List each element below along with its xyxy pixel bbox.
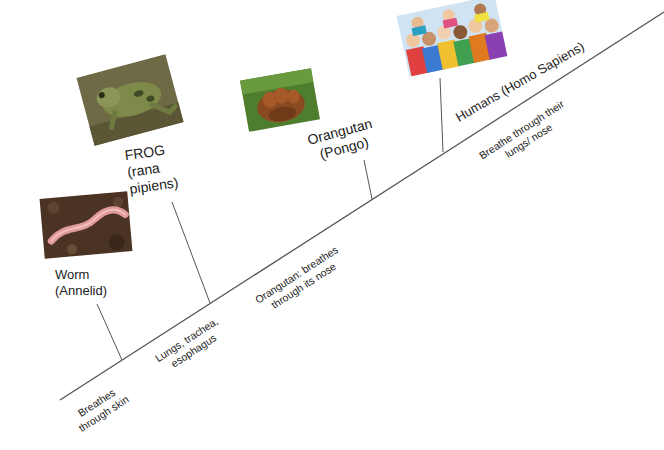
worm-photo	[40, 191, 133, 258]
tick-line	[97, 304, 122, 360]
species-label: Orangutan (Pongo)	[299, 113, 385, 166]
breathing-note: Orangutan: breathes through its nose	[246, 239, 354, 321]
tick-line	[172, 202, 210, 303]
species-label: Worm (Annelid)	[55, 267, 125, 298]
breathing-note: Breathes through skin	[60, 376, 141, 441]
species-label: FROG (rana pipiens)	[124, 139, 192, 198]
frog-photo	[77, 54, 184, 145]
timeline-axis	[60, 12, 664, 400]
tick-line	[364, 160, 372, 199]
tick-line	[440, 78, 443, 152]
humans-photo	[397, 0, 508, 77]
orangutan-photo	[240, 68, 320, 132]
breathing-note: Lungs, trachea, esophagus	[150, 313, 231, 378]
